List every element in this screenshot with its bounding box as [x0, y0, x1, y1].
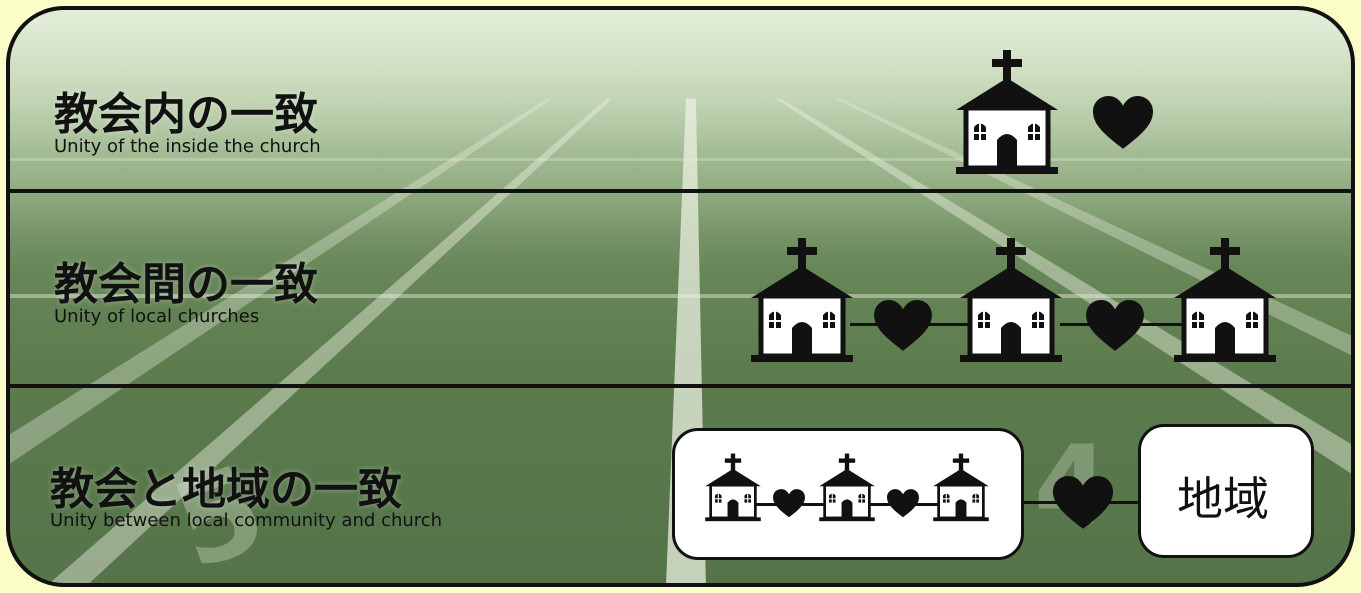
region-box: 地域: [1138, 424, 1314, 558]
church-icon: [1170, 238, 1280, 368]
row-divider-1: [10, 189, 1351, 193]
church-icon: [747, 238, 857, 368]
diagram-frame: 5 4 教会内の一致 Unity of the inside the churc…: [6, 6, 1355, 587]
row-divider-2: [10, 384, 1351, 388]
heart-icon: [887, 489, 919, 518]
heart-icon: [1085, 300, 1145, 352]
church-icon: [817, 453, 877, 525]
row-2-title: 教会間の一致: [54, 248, 318, 312]
row-1-title: 教会内の一致: [54, 78, 318, 142]
heart-icon: [773, 489, 805, 518]
row-2-subtitle: Unity of local churches: [54, 306, 259, 327]
heart-icon: [1052, 476, 1114, 530]
region-label: 地域: [1177, 463, 1269, 529]
row-1-subtitle: Unity of the inside the church: [54, 136, 321, 157]
church-icon: [956, 238, 1066, 368]
church-icon: [952, 50, 1062, 180]
church-icon: [703, 453, 763, 525]
heart-icon: [1092, 96, 1154, 150]
row-3-title: 教会と地域の一致: [50, 453, 402, 517]
heart-icon: [873, 300, 933, 352]
church-icon: [931, 453, 991, 525]
row-3-subtitle: Unity between local community and church: [50, 510, 442, 531]
churches-box: [672, 428, 1024, 560]
